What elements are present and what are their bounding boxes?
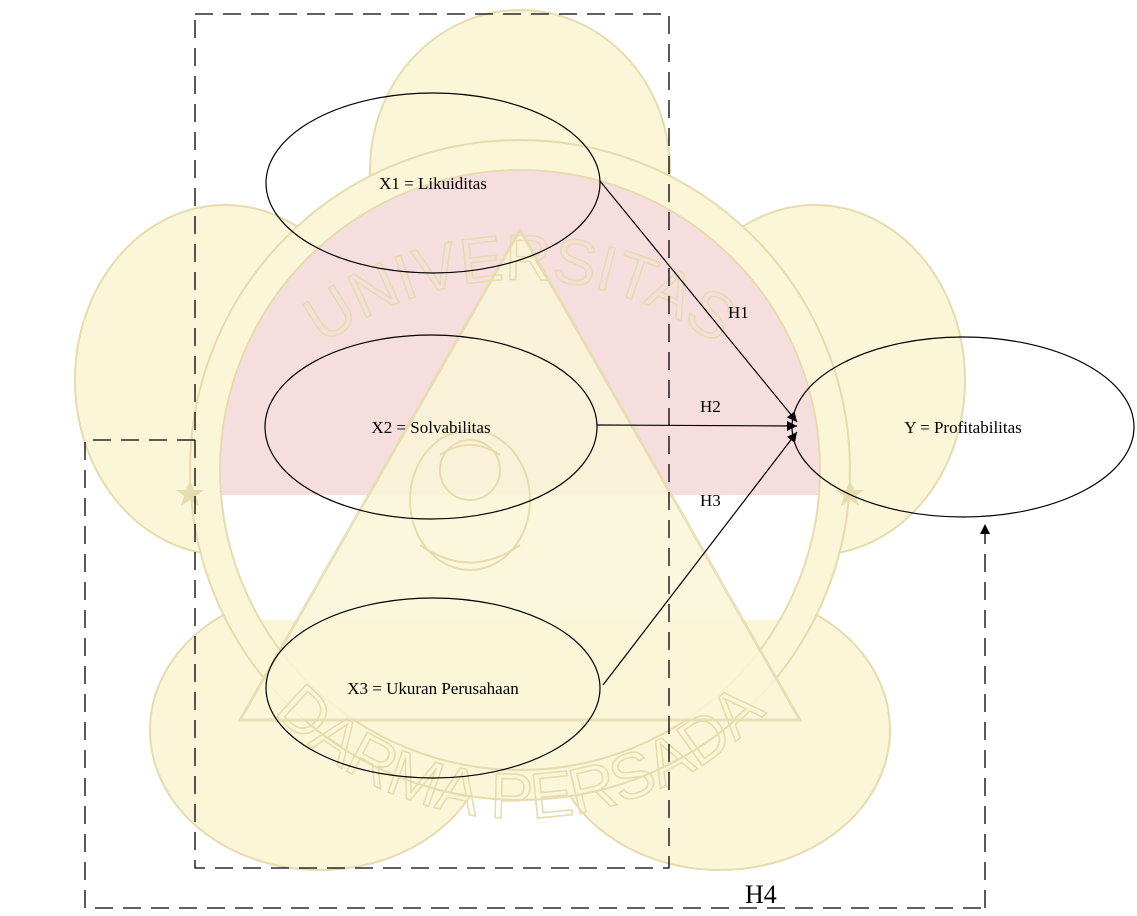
edge-h1 — [599, 180, 798, 423]
node-x2: X2 = Solvabilitas — [264, 334, 598, 520]
node-y-label: Y = Profitabilitas — [904, 418, 1022, 437]
watermark-inner-ring — [219, 169, 821, 771]
node-x2-label: X2 = Solvabilitas — [371, 418, 490, 437]
node-x3-label: X3 = Ukuran Perusahaan — [347, 679, 519, 698]
edge-h4-label: H4 — [745, 880, 777, 909]
watermark-triangle — [237, 226, 803, 722]
hypothesis-edges — [596, 180, 798, 686]
edge-h2 — [596, 420, 798, 431]
node-x3: X3 = Ukuran Perusahaan — [265, 597, 601, 779]
edge-h3-label: H3 — [700, 491, 721, 510]
watermark-emblem — [409, 429, 531, 571]
independent-variables-box — [194, 13, 670, 869]
node-y: Y = Profitabilitas — [791, 336, 1135, 518]
node-x1: X1 = Likuiditas — [265, 92, 601, 274]
watermark-stars — [176, 480, 864, 506]
edge-h3 — [602, 431, 798, 686]
h4-group-lines — [84, 13, 990, 909]
university-watermark-logo: UNIVERSITAS DARMA PERSADA — [74, 9, 966, 871]
edge-h2-label: H2 — [700, 397, 721, 416]
h4-joint-path — [84, 439, 985, 909]
edge-h1-label: H1 — [728, 303, 749, 322]
node-x1-label: X1 = Likuiditas — [379, 174, 487, 193]
